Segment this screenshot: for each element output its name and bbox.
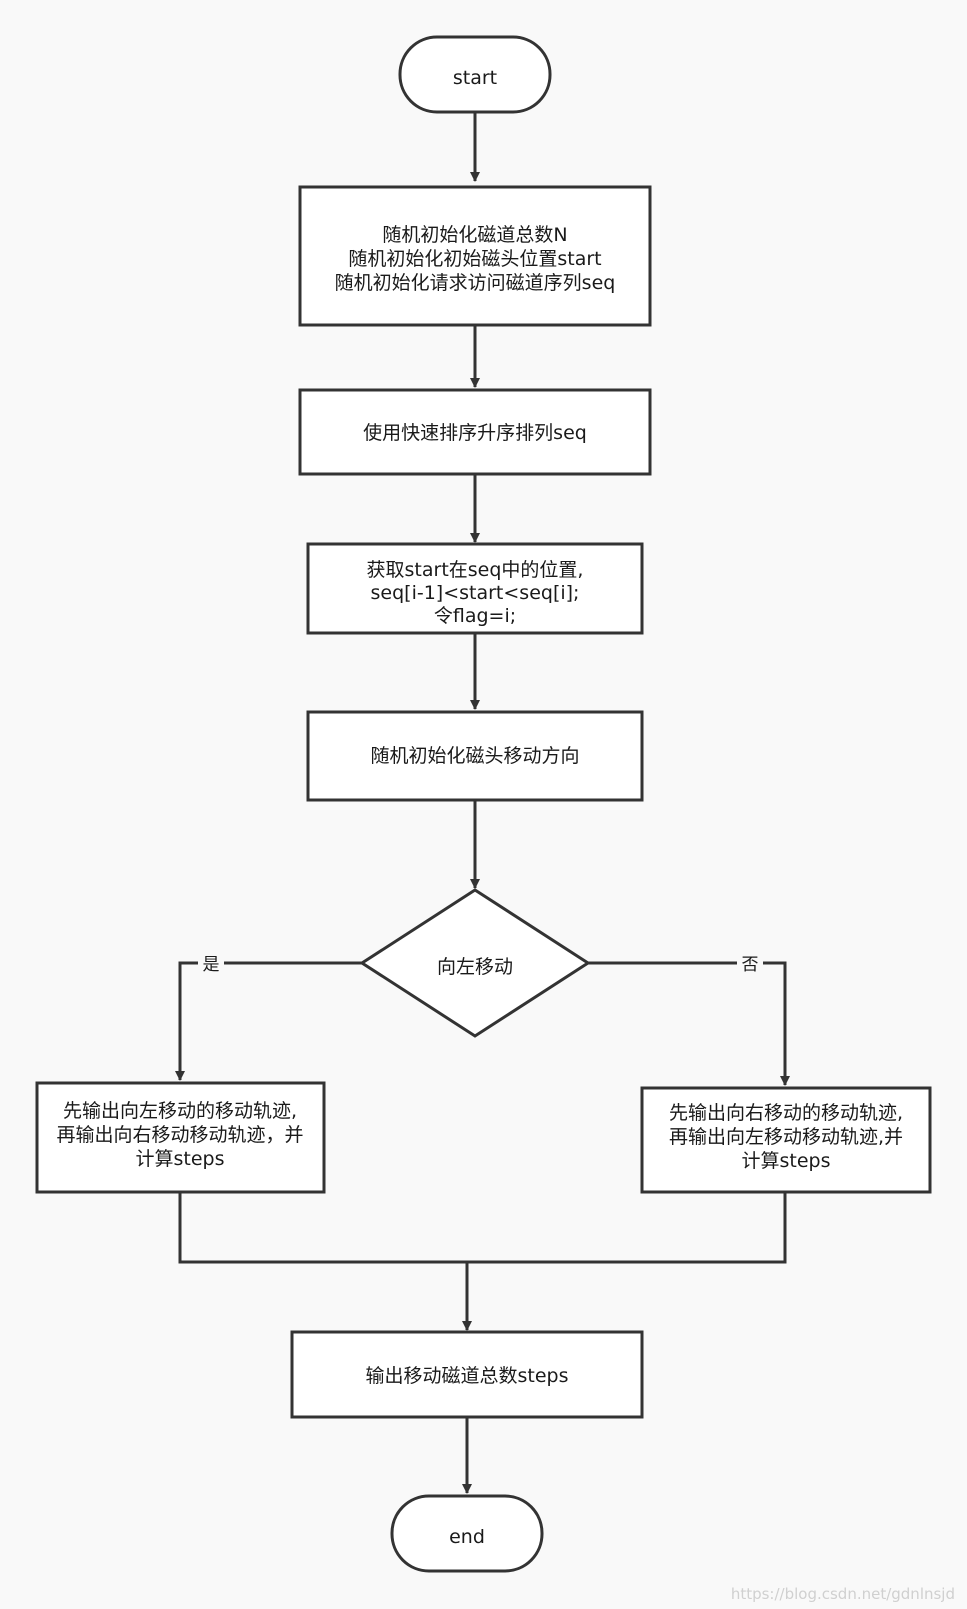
node-end	[390, 1494, 544, 1573]
edge-decision-no	[587, 961, 790, 1086]
node-right-branch	[640, 1086, 932, 1194]
node-init	[298, 185, 652, 327]
node-direction-label: 随机初始化磁头移动方向	[370, 745, 579, 767]
node-output	[290, 1330, 644, 1419]
node-left-branch-line-3: 计算steps	[136, 1148, 225, 1170]
node-right-branch-line-2: 再输出向左移动移动轨迹,并	[669, 1126, 903, 1148]
node-locate-line-2: seq[i-1]<start<seq[i];	[371, 582, 580, 604]
node-sort	[298, 388, 652, 476]
edge-decision-yes	[175, 961, 363, 1081]
node-left-branch-line-2: 再输出向右移动移动轨迹，并	[56, 1124, 303, 1146]
node-decision-label: 向左移动	[437, 956, 513, 978]
node-init-line-1: 随机初始化磁道总数N	[382, 224, 567, 246]
node-start-label: start	[453, 67, 497, 89]
node-start	[398, 35, 552, 114]
edge-label-yes: 是	[203, 955, 220, 975]
edge-merge	[178, 1193, 787, 1264]
node-locate-line-1: 获取start在seq中的位置,	[367, 559, 584, 581]
node-decision	[359, 888, 591, 1038]
node-left-branch-line-1: 先输出向左移动的移动轨迹,	[63, 1100, 297, 1122]
edges	[175, 113, 790, 1494]
nodes	[35, 35, 932, 1573]
node-init-line-3: 随机初始化请求访问磁道序列seq	[335, 272, 616, 294]
edge-label-no: 否	[742, 955, 759, 975]
node-direction	[306, 710, 644, 802]
node-right-branch-line-1: 先输出向右移动的移动轨迹,	[669, 1102, 903, 1124]
node-locate	[306, 542, 644, 635]
node-right-branch-line-3: 计算steps	[742, 1150, 831, 1172]
node-end-label: end	[449, 1526, 485, 1548]
node-init-line-2: 随机初始化初始磁头位置start	[348, 248, 601, 270]
node-left-branch	[35, 1081, 326, 1194]
node-locate-line-3: 令flag=i;	[434, 605, 516, 627]
node-sort-label: 使用快速排序升序排列seq	[363, 422, 587, 444]
node-output-label: 输出移动磁道总数steps	[366, 1365, 569, 1387]
edge-labels: 是 否	[198, 952, 763, 975]
node-labels: start 随机初始化磁道总数N 随机初始化初始磁头位置start 随机初始化请…	[56, 67, 903, 1548]
watermark-text: https://blog.csdn.net/gdnlnsjd	[730, 1585, 955, 1603]
